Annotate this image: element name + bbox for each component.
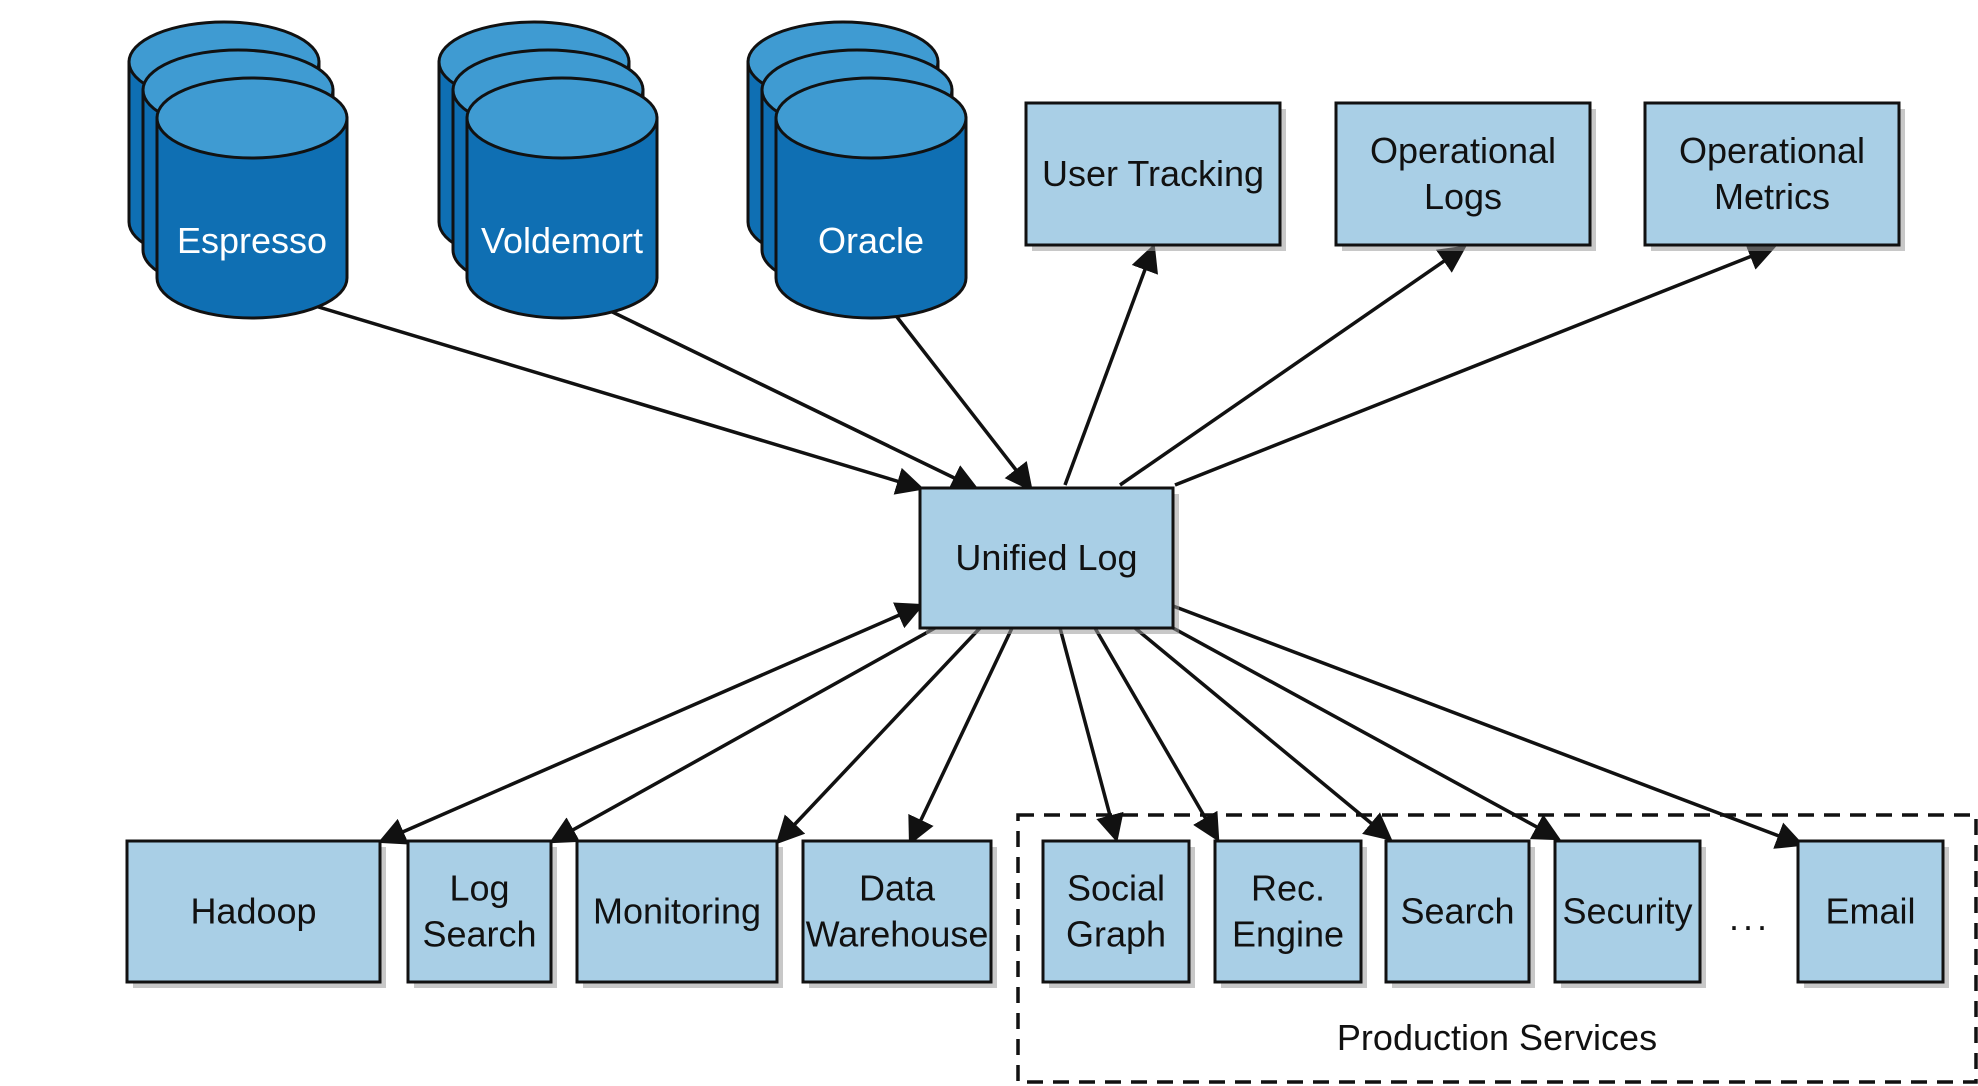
operational-metrics-label-line: Metrics <box>1714 176 1830 217</box>
data-warehouse-label-line: Data <box>859 868 936 909</box>
email-node: Email <box>1796 839 1949 988</box>
edge-unified-log-to-email <box>1172 604 1805 849</box>
data-warehouse-box <box>801 839 993 984</box>
log-search-label-line: Log <box>449 868 509 909</box>
operational-metrics-label-line: Operational <box>1679 130 1865 171</box>
security-label-line: Security <box>1562 891 1692 932</box>
edge-operational-metrics-to-unified-log <box>1174 243 1777 487</box>
monitoring-node: Monitoring <box>575 839 783 988</box>
rec-engine-box <box>1213 839 1363 984</box>
operational-logs-label-line: Operational <box>1370 130 1556 171</box>
operational-logs-label-line: Logs <box>1424 176 1502 217</box>
voldemort-cylinder-top <box>465 76 659 160</box>
monitoring-box <box>575 839 779 984</box>
unified-log-label-line: Unified Log <box>955 537 1137 578</box>
oracle-cylinder-top <box>774 76 968 160</box>
production-services-group: Production Services... <box>1016 813 1978 1084</box>
email-box <box>1796 839 1945 984</box>
hadoop-label-line: Hadoop <box>190 891 316 932</box>
edge-unified-log-to-rec-engine <box>1093 627 1220 843</box>
unified-log-box <box>918 486 1175 630</box>
social-graph-label-line: Graph <box>1066 914 1166 955</box>
more-services-ellipsis: ... <box>1729 897 1771 938</box>
log-search-label-line: Search <box>422 914 536 955</box>
edge-unified-log-to-monitoring <box>775 626 982 845</box>
data-warehouse-label-line: Warehouse <box>806 914 989 955</box>
edge-unified-log-to-data-warehouse <box>908 627 1014 846</box>
security-box <box>1553 839 1702 984</box>
email-label-line: Email <box>1825 891 1915 932</box>
edge-unified-log-to-search <box>1133 626 1393 841</box>
edge-unified-log-to-voldemort <box>562 287 980 491</box>
social-graph-box <box>1041 839 1191 984</box>
user-tracking-box <box>1024 101 1282 247</box>
edge-operational-logs-to-unified-log <box>1119 245 1467 487</box>
rec-engine-label-line: Engine <box>1232 914 1344 955</box>
edge-user-tracking-to-unified-log <box>1063 243 1159 486</box>
oracle-label: Oracle <box>818 220 924 261</box>
monitoring-label-line: Monitoring <box>593 891 761 932</box>
user-tracking-label-line: User Tracking <box>1042 153 1264 194</box>
rec-engine-node: Rec. Engine <box>1213 839 1367 988</box>
hadoop-box <box>125 839 382 984</box>
edges-layer <box>257 243 1805 849</box>
rec-engine-label-line: Rec. <box>1251 868 1325 909</box>
espresso-cylinder-body <box>155 116 349 320</box>
log-search-box <box>406 839 553 984</box>
nodes-layer: Espresso Voldemort Oracle User Tracking Oper… <box>125 20 1949 988</box>
security-node: Security <box>1553 839 1706 988</box>
edge-unified-log-to-security <box>1172 626 1562 841</box>
search-node: Search <box>1384 839 1535 988</box>
voldemort-database: Voldemort <box>437 20 659 320</box>
voldemort-label: Voldemort <box>481 220 643 261</box>
production-services-label: Production Services <box>1337 1017 1657 1058</box>
edge-unified-log-to-oracle <box>873 286 1033 492</box>
search-box <box>1384 839 1531 984</box>
operational-metrics-box <box>1643 101 1901 247</box>
edge-unified-log-to-espresso <box>257 283 925 495</box>
voldemort-cylinder-body <box>465 116 659 320</box>
production-services-frame <box>1016 813 1978 1084</box>
edge-unified-log-to-social-graph <box>1058 627 1124 843</box>
edge-unified-log-to-hadoop <box>377 602 925 845</box>
operational-logs-box <box>1334 101 1592 247</box>
espresso-label: Espresso <box>177 220 327 261</box>
oracle-cylinder-body <box>774 116 968 320</box>
unified-log-node: Unified Log <box>918 486 1179 634</box>
oracle-database: Oracle <box>746 20 968 320</box>
social-graph-label-line: Social <box>1067 868 1165 909</box>
hadoop-node: Hadoop <box>125 839 386 988</box>
user-tracking-node: User Tracking <box>1024 101 1286 251</box>
espresso-database: Espresso <box>127 20 349 320</box>
espresso-cylinder-top <box>155 76 349 160</box>
search-label-line: Search <box>1400 891 1514 932</box>
edge-unified-log-to-log-search <box>548 626 936 844</box>
